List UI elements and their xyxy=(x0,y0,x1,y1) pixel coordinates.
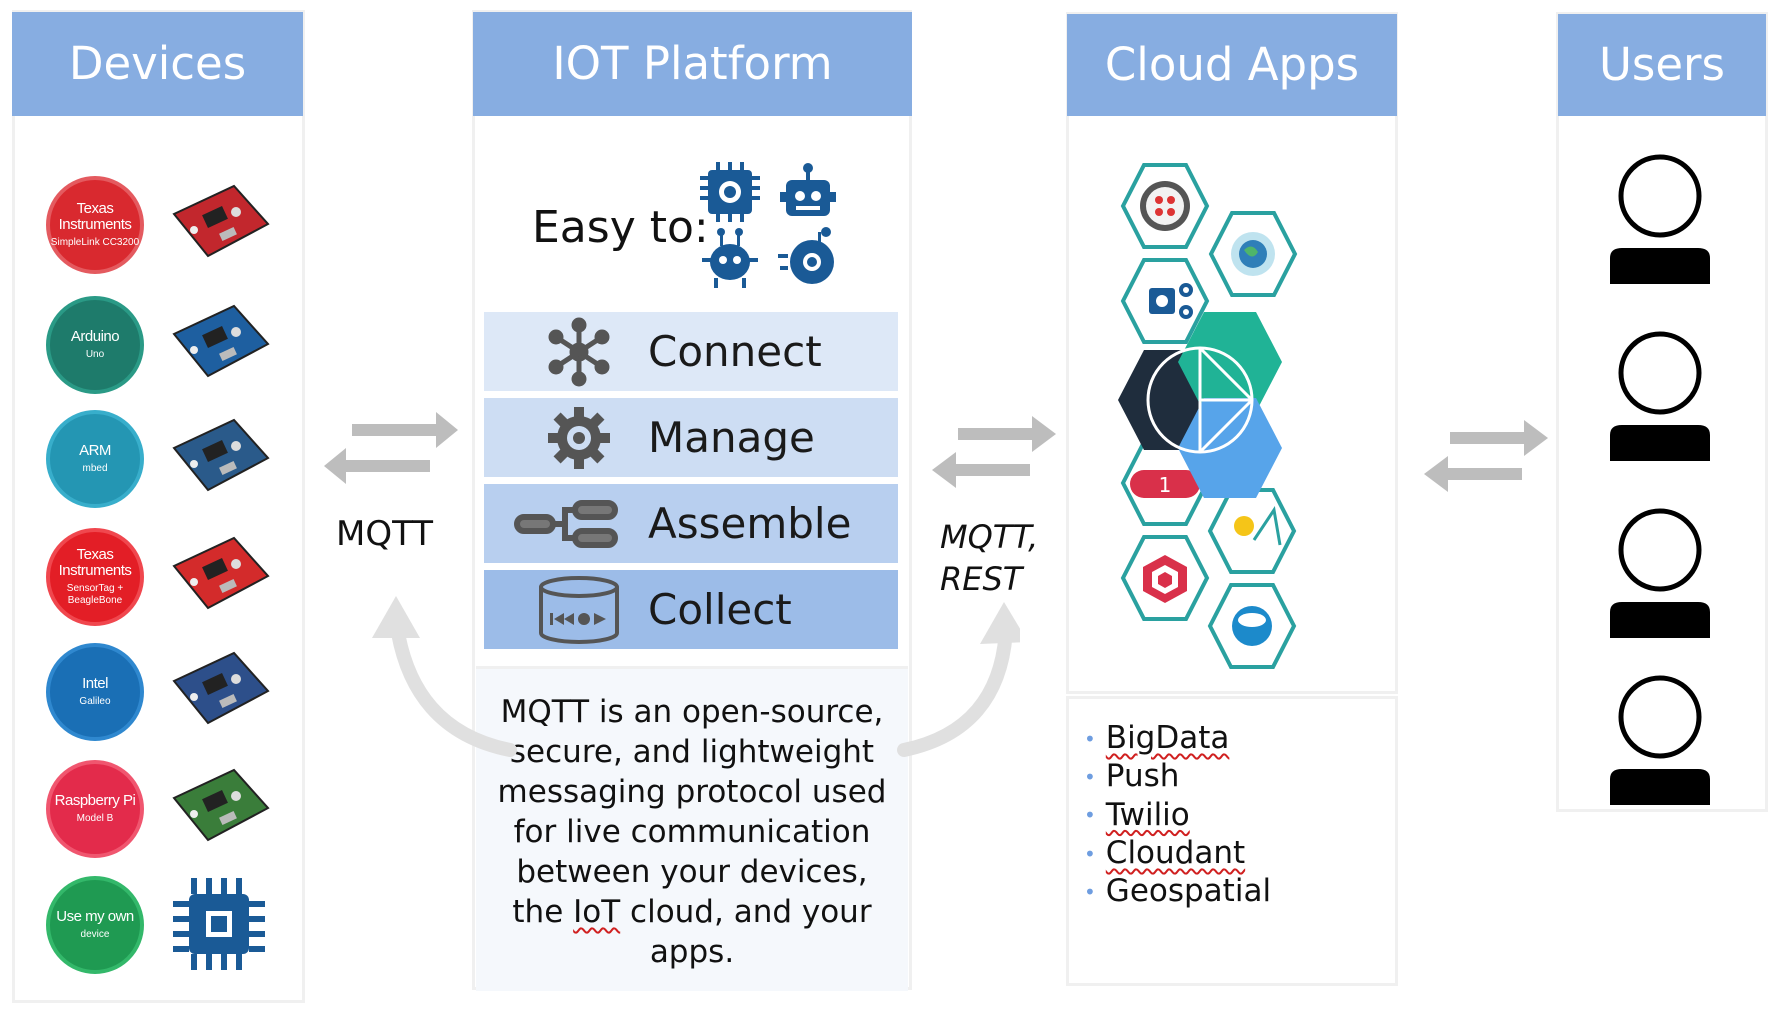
user-icon xyxy=(1610,331,1710,461)
cloud-service-item: • Twilio xyxy=(1084,797,1271,835)
robot-head-icon xyxy=(780,163,836,216)
cloud-service-label: Twilio xyxy=(1105,796,1190,833)
collect-label: Collect xyxy=(648,585,792,634)
insight-bulb-icon xyxy=(1234,506,1282,546)
device-name: Texas Instruments xyxy=(58,546,132,579)
easy-to-label: Easy to: xyxy=(532,202,709,253)
cloud-service-label: BigData xyxy=(1105,720,1230,756)
cloud-users-arrows xyxy=(1424,420,1548,492)
svg-text:1: 1 xyxy=(1159,473,1172,497)
collect-row: Collect xyxy=(484,570,898,649)
device-board-image xyxy=(172,418,270,492)
bullet-icon: • xyxy=(1084,726,1096,751)
device-name: Texas Instruments xyxy=(58,200,132,233)
device-model: mbed xyxy=(82,463,108,474)
platform-header: IOT Platform xyxy=(473,12,912,116)
chip-eye-icon xyxy=(700,162,760,222)
user-icon xyxy=(1610,508,1710,638)
bug-bot-icon xyxy=(702,228,758,288)
bullet-icon: • xyxy=(1084,879,1096,904)
device-name: Arduino xyxy=(70,328,120,345)
curved-arrow-right xyxy=(897,623,1013,757)
device-name: ARM xyxy=(79,442,111,459)
connect-hub-icon xyxy=(548,317,610,387)
device-board-image xyxy=(172,768,270,842)
cloud-hex-cluster: 1 xyxy=(1118,163,1298,669)
device-name: Raspberry Pi xyxy=(54,792,136,809)
chip-gears-icon xyxy=(1149,283,1193,319)
chip-icon xyxy=(173,878,265,970)
device-badge[interactable]: Raspberry Pi Model B xyxy=(46,760,144,858)
cloud-title: Cloud Apps xyxy=(1104,38,1360,91)
curved-arrow-left xyxy=(389,613,517,757)
device-model: SensorTag + BeagleBone xyxy=(66,583,124,606)
database-play-icon xyxy=(539,576,619,644)
assemble-row: Assemble xyxy=(484,484,898,563)
connect-row: Connect xyxy=(484,312,898,391)
bullet-icon: • xyxy=(1084,765,1096,789)
platform-cloud-arrows xyxy=(932,416,1056,488)
bigdata-teal-hex xyxy=(1178,312,1282,412)
users-header: Users xyxy=(1558,14,1766,116)
secure-gateway-icon xyxy=(1143,555,1187,603)
device-model: Model B xyxy=(76,813,114,824)
device-name: Use my own xyxy=(56,908,134,925)
analytics-circle-icon xyxy=(1146,346,1254,454)
globe-icon xyxy=(1231,232,1275,276)
assemble-flow-icon xyxy=(514,500,618,548)
cloud-services-list: • BigData • Push • Twilio • Cloudant • Geospatial xyxy=(1084,720,1271,911)
device-board-image xyxy=(172,651,270,725)
devices-header: Devices xyxy=(12,12,303,116)
devices-platform-arrows xyxy=(324,412,458,484)
cloud-services-panel xyxy=(1066,696,1398,986)
device-badge[interactable]: ARM mbed xyxy=(46,410,144,508)
left-protocol-label: MQTT xyxy=(336,514,434,554)
push-badge-icon: 1 xyxy=(1130,470,1200,498)
bullet-icon: • xyxy=(1084,803,1096,828)
device-model: SimpleLink CC3200 xyxy=(50,237,140,248)
mqtt-description-text: MQTT is an open-source, secure, and ligh… xyxy=(497,694,887,970)
user-icon xyxy=(1610,675,1710,805)
device-model: Uno xyxy=(85,349,105,360)
device-board-image xyxy=(172,304,270,378)
gear-icon xyxy=(548,407,610,469)
rolling-bot-icon xyxy=(778,227,834,284)
platform-title: IOT Platform xyxy=(552,37,833,90)
cloud-service-label: Push xyxy=(1105,758,1180,795)
cloud-service-item: • BigData xyxy=(1084,720,1271,758)
cloud-header: Cloud Apps xyxy=(1067,14,1397,116)
bigdata-blue-hex xyxy=(1178,398,1282,498)
twilio-icon xyxy=(1140,181,1190,231)
right-protocol-label: MQTT, REST xyxy=(940,518,1039,598)
cloud-service-item: • Geospatial xyxy=(1084,873,1271,911)
device-model: Galileo xyxy=(79,696,111,707)
users-title: Users xyxy=(1598,38,1725,91)
device-model: device xyxy=(80,929,110,940)
connect-label: Connect xyxy=(648,327,822,376)
cloud-service-item: • Cloudant xyxy=(1084,835,1271,873)
device-board-image xyxy=(172,536,270,610)
curved-arrows xyxy=(372,596,1020,757)
devices-title: Devices xyxy=(68,37,247,90)
manage-label: Manage xyxy=(648,413,815,462)
assemble-label: Assemble xyxy=(648,499,852,548)
device-board-image xyxy=(172,184,270,258)
cloudant-icon xyxy=(1232,606,1272,646)
bullet-icon: • xyxy=(1084,841,1096,866)
cloud-service-label: Geospatial xyxy=(1105,873,1272,909)
mqtt-description xyxy=(476,666,908,991)
user-icon xyxy=(1610,154,1710,284)
manage-row: Manage xyxy=(484,398,898,477)
cloud-service-label: Cloudant xyxy=(1105,834,1246,871)
device-name: Intel xyxy=(82,675,108,692)
cloud-service-item: • Push xyxy=(1084,758,1271,796)
easy-icons xyxy=(700,162,836,288)
device-badge[interactable]: Use my own device xyxy=(46,876,144,974)
